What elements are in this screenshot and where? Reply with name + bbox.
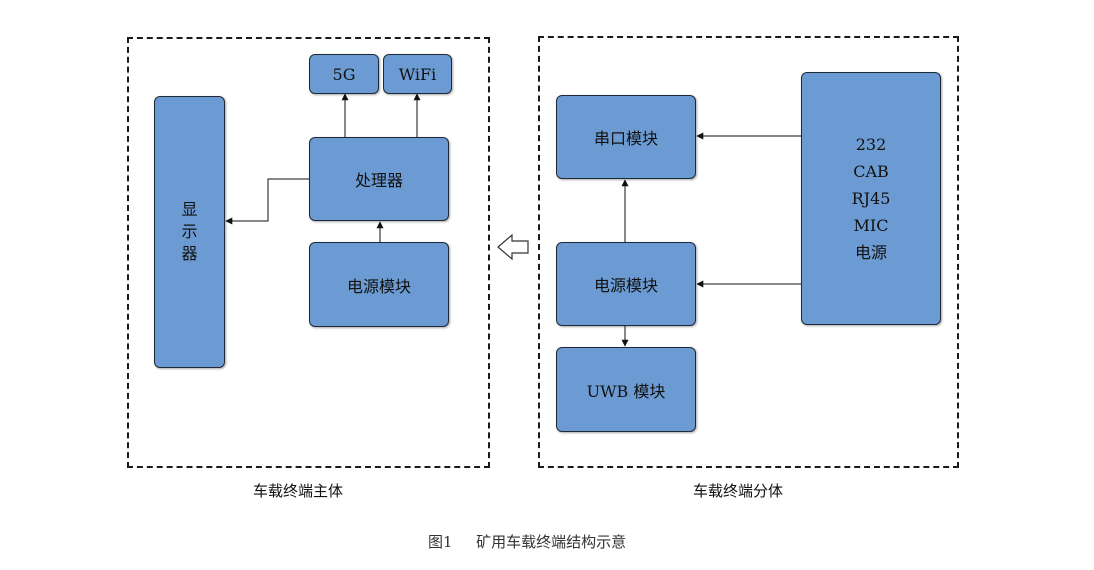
main-unit-caption: 车载终端主体 [253, 482, 344, 500]
uwb-module-label: UWB 模块 [586, 381, 666, 401]
main-unit-container [127, 37, 490, 468]
sub-unit-caption: 车载终端分体 [693, 482, 784, 500]
display-char-3: 器 [181, 244, 198, 263]
display-char-1: 显 [181, 200, 198, 219]
arrow-processor-to-display [225, 178, 309, 225]
serial-module-box: 串口模块 [556, 95, 696, 179]
main-power-module-label: 电源模块 [346, 276, 411, 296]
wifi-label: WiFi [398, 64, 437, 84]
figure-title: 矿用车载终端结构示意 [476, 533, 627, 551]
interface-232: 232 [855, 135, 887, 154]
display-box: 显 示 器 [154, 96, 225, 368]
uwb-module-box: UWB 模块 [556, 347, 696, 432]
sub-unit-container [538, 36, 959, 468]
processor-box: 处理器 [309, 137, 449, 221]
hollow-left-arrow-icon [497, 233, 529, 261]
interfaces-box: 232 CAB RJ45 MIC 电源 [801, 72, 941, 325]
sub-power-module-label: 电源模块 [593, 276, 658, 295]
5g-label: 5G [332, 64, 356, 84]
serial-module-label: 串口模块 [593, 129, 658, 148]
interface-power: 电源 [854, 243, 887, 262]
interface-cab: CAB [853, 162, 889, 181]
processor-label: 处理器 [354, 171, 403, 190]
5g-box: 5G [309, 54, 379, 94]
figure-number: 图1 [428, 533, 453, 551]
interface-mic: MIC [853, 216, 889, 235]
interface-rj45: RJ45 [851, 189, 891, 208]
figure-caption: 图1 矿用车载终端结构示意 [428, 531, 626, 552]
main-power-module-box: 电源模块 [309, 242, 449, 327]
display-char-2: 示 [181, 222, 198, 241]
sub-power-module-box: 电源模块 [556, 242, 696, 326]
wifi-box: WiFi [383, 54, 452, 94]
